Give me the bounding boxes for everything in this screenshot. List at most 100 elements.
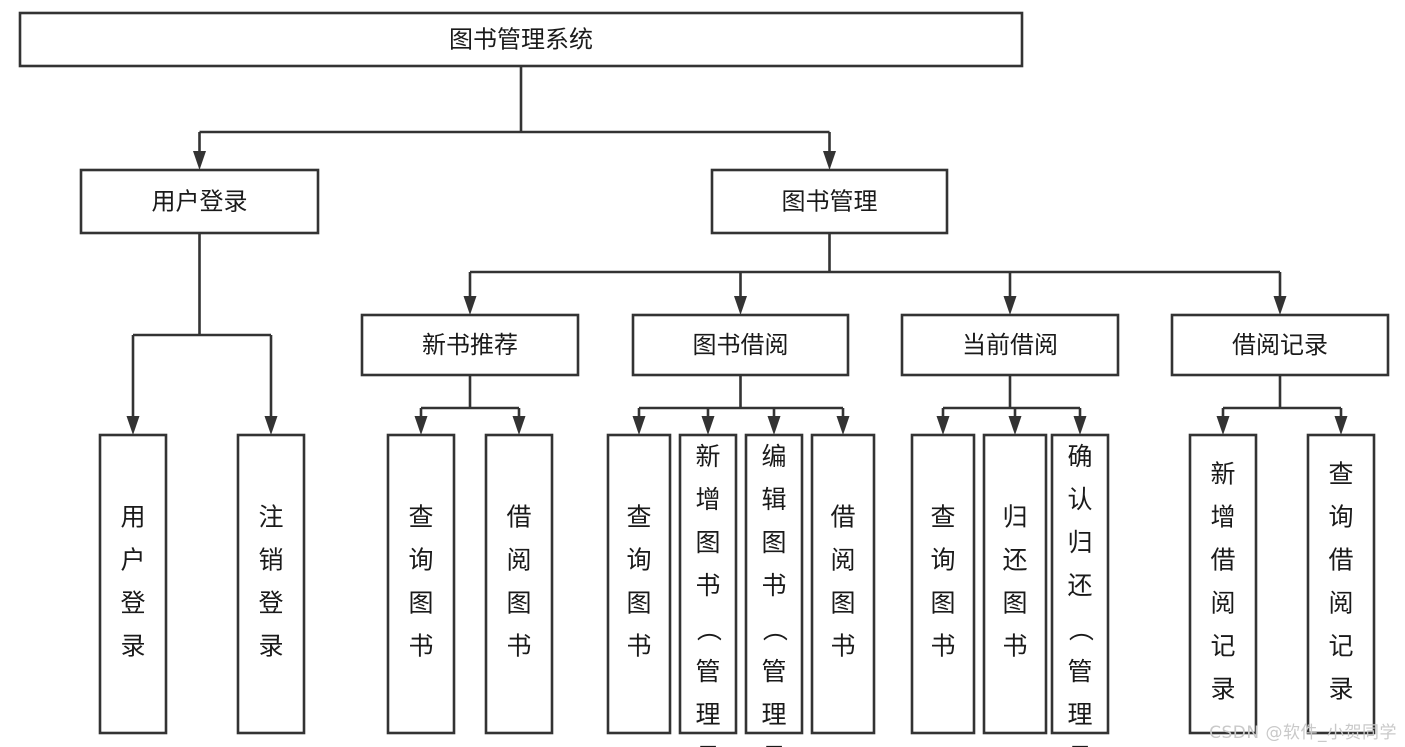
node-label-char: （ xyxy=(760,616,789,641)
node-label-char: 记 xyxy=(1210,632,1235,661)
node-label-char: 录 xyxy=(120,632,145,661)
node-label-char: 借 xyxy=(506,503,531,532)
node-level2-0[interactable]: 用户登录 xyxy=(79,168,320,235)
node-label-char: 查 xyxy=(930,503,955,532)
arrow-head-icon-books-2 xyxy=(1003,296,1017,315)
node-label-char: 查 xyxy=(408,503,433,532)
node-box-rect xyxy=(1050,433,1110,735)
node-box-rect xyxy=(910,433,976,735)
node-label-char: 编 xyxy=(761,442,786,471)
node-label-char: 理 xyxy=(1067,700,1092,729)
arrow-head-icon-newbook-1 xyxy=(512,416,526,435)
node-level3-2[interactable]: 当前借阅 xyxy=(900,313,1120,377)
node-label-char: 管 xyxy=(695,657,720,686)
node-box-rect xyxy=(18,11,1024,68)
node-label-char: 阅 xyxy=(506,546,531,575)
node-label-char: 员 xyxy=(1067,743,1092,747)
node-label-char: 登 xyxy=(258,589,283,618)
arrow-head-icon-root-1 xyxy=(823,151,836,170)
node-label-char: 询 xyxy=(626,546,651,575)
node-level3-0[interactable]: 新书推荐 xyxy=(360,313,580,377)
node-label-char: 认 xyxy=(1067,485,1092,514)
node-box-rect xyxy=(360,313,580,377)
node-label-char: 询 xyxy=(1328,503,1353,532)
arrow-head-icon-root-0 xyxy=(193,151,206,170)
node-label-char: 书 xyxy=(695,571,720,600)
node-level2-1[interactable]: 图书管理 xyxy=(710,168,949,235)
node-label-char: 户 xyxy=(120,546,145,575)
node-label-char: 归 xyxy=(1002,503,1027,532)
node-level3-3[interactable]: 借阅记录 xyxy=(1170,313,1390,377)
node-box-rect xyxy=(710,168,949,235)
node-label-char: 书 xyxy=(1002,632,1027,661)
arrow-head-icon-borrow-0 xyxy=(632,416,646,435)
node-label-char: 阅 xyxy=(1328,589,1353,618)
node-root-0[interactable]: 图书管理系统 xyxy=(18,11,1024,68)
node-box-rect xyxy=(606,433,672,735)
node-label-char: 增 xyxy=(1210,503,1235,532)
arrow-head-icon-current-0 xyxy=(936,416,950,435)
node-label: 图书借阅 xyxy=(693,331,789,359)
node-label-char: 书 xyxy=(930,632,955,661)
node-box-rect xyxy=(744,433,804,735)
node-label-char: 书 xyxy=(626,632,651,661)
node-label-char: 查 xyxy=(1328,460,1353,489)
node-label-char: 员 xyxy=(761,743,786,747)
node-label-char: 图 xyxy=(408,589,433,618)
arrow-head-icon-login-0 xyxy=(126,416,140,435)
node-box-rect xyxy=(810,433,876,735)
arrow-head-icon-login-1 xyxy=(264,416,278,435)
node-label-char: 阅 xyxy=(1210,589,1235,618)
node-label-char: （ xyxy=(694,616,723,641)
node-label: 新书推荐 xyxy=(422,331,518,359)
node-label-char: 确 xyxy=(1067,442,1092,471)
node-box-rect xyxy=(631,313,850,377)
node-level3-1[interactable]: 图书借阅 xyxy=(631,313,850,377)
node-label-char: （ xyxy=(1066,616,1095,641)
node-label-char: 录 xyxy=(1328,675,1353,704)
node-box-rect xyxy=(1306,433,1376,735)
node-leaf-0[interactable]: 用户登录 xyxy=(98,433,168,735)
node-label-char: 理 xyxy=(761,700,786,729)
arrow-head-icon-borrow-1 xyxy=(701,416,715,435)
node-label-char: 管 xyxy=(761,657,786,686)
node-label-char: 录 xyxy=(1210,675,1235,704)
node-label-char: 图 xyxy=(761,528,786,557)
node-box-rect xyxy=(1170,313,1390,377)
arrow-head-icon-current-1 xyxy=(1008,416,1022,435)
node-label-char: 书 xyxy=(761,571,786,600)
arrow-head-icon-borrow-2 xyxy=(767,416,781,435)
connector-links-layer xyxy=(126,66,1348,435)
arrow-head-icon-record-0 xyxy=(1216,416,1230,435)
node-label-char: 管 xyxy=(1067,657,1092,686)
arrow-head-icon-newbook-0 xyxy=(414,416,428,435)
node-label-char: 询 xyxy=(930,546,955,575)
node-box-rect xyxy=(900,313,1120,377)
node-box-rect xyxy=(236,433,306,735)
node-label: 借阅记录 xyxy=(1232,331,1328,359)
node-label-char: 书 xyxy=(830,632,855,661)
node-label-char: 图 xyxy=(626,589,651,618)
node-label-char: 新 xyxy=(695,442,720,471)
